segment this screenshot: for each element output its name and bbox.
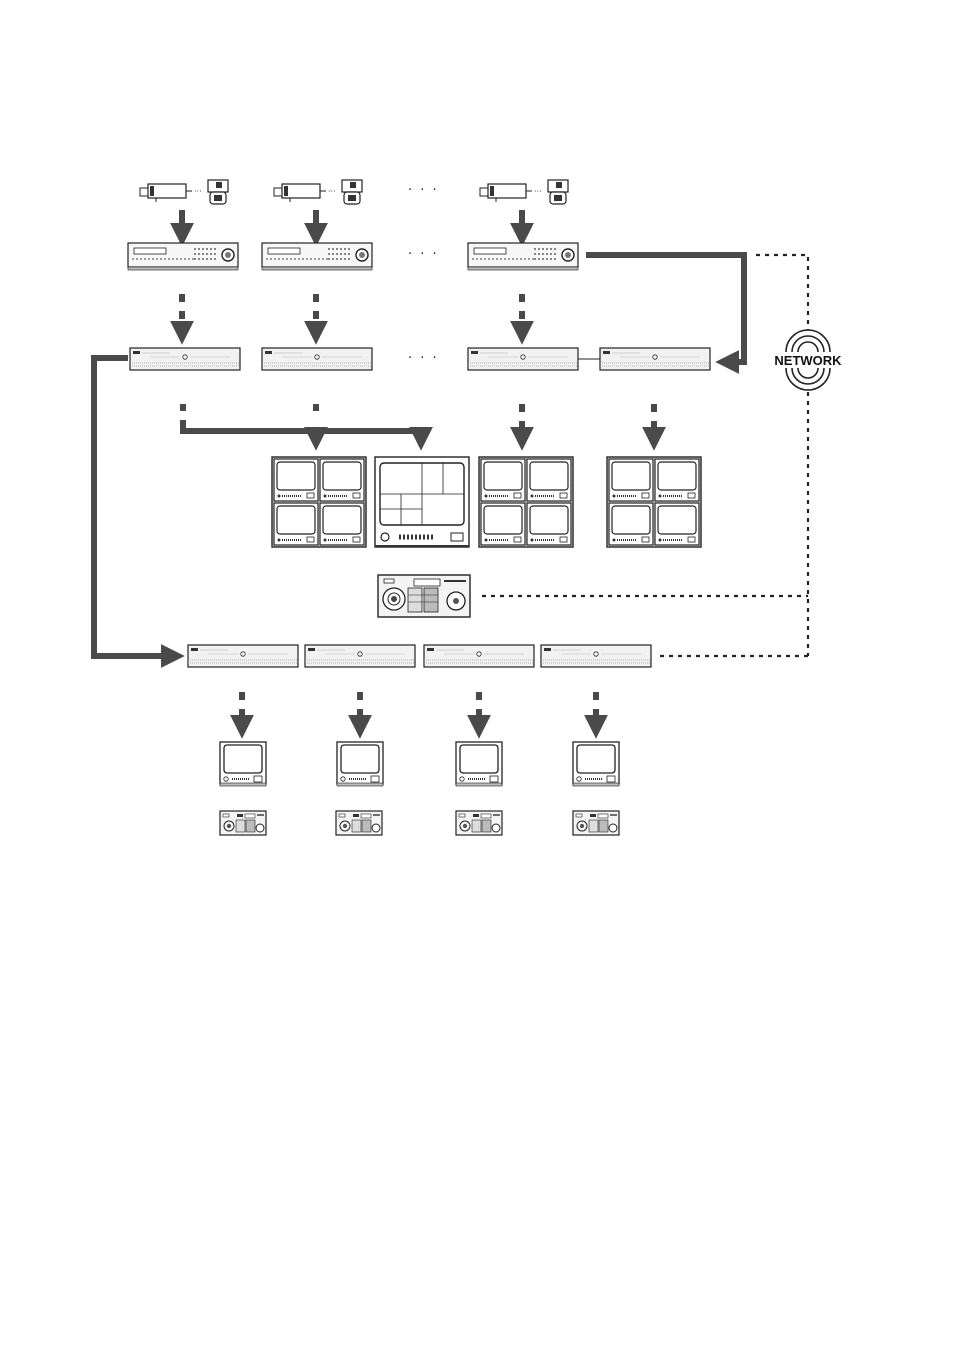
lower-switcher-1 <box>187 644 299 668</box>
ellipsis-switchers: · · · <box>408 351 439 366</box>
switcher-3 <box>467 347 579 371</box>
quad-monitor-3 <box>607 457 701 547</box>
arrow-sw-bus <box>180 420 433 451</box>
switcher-4 <box>599 347 711 371</box>
camera-group-3 <box>479 179 569 205</box>
switcher-2 <box>261 347 373 371</box>
monitor-3 <box>455 741 503 787</box>
net-link-dvr <box>756 253 810 330</box>
keyboard-3 <box>455 810 503 836</box>
quad-monitor-2 <box>479 457 573 547</box>
link-dvr-to-switcher <box>586 252 747 374</box>
control-keyboard-main <box>377 574 471 618</box>
keyboard-1 <box>219 810 267 836</box>
camera-group-2 <box>273 179 363 205</box>
monitor-4 <box>572 741 620 787</box>
network-label: NETWORK <box>774 353 842 368</box>
dvr-3 <box>467 242 579 271</box>
monitor-1 <box>219 741 267 787</box>
quad-monitor-1 <box>272 457 366 547</box>
dvr-2 <box>261 242 373 271</box>
multiview-monitor <box>375 457 469 547</box>
camera-group-1 <box>139 179 229 205</box>
switcher-1 <box>129 347 241 371</box>
keyboard-2 <box>335 810 383 836</box>
network-icon: NETWORK <box>772 329 844 391</box>
link-loop-to-lower <box>91 355 185 668</box>
lower-switcher-2 <box>304 644 416 668</box>
lower-switcher-3 <box>423 644 535 668</box>
lower-switcher-4 <box>540 644 652 668</box>
monitor-2 <box>336 741 384 787</box>
dvr-1 <box>127 242 239 271</box>
ellipsis-dvrs: · · · <box>408 247 439 262</box>
ellipsis-cameras: · · · <box>408 183 439 198</box>
keyboard-4 <box>572 810 620 836</box>
